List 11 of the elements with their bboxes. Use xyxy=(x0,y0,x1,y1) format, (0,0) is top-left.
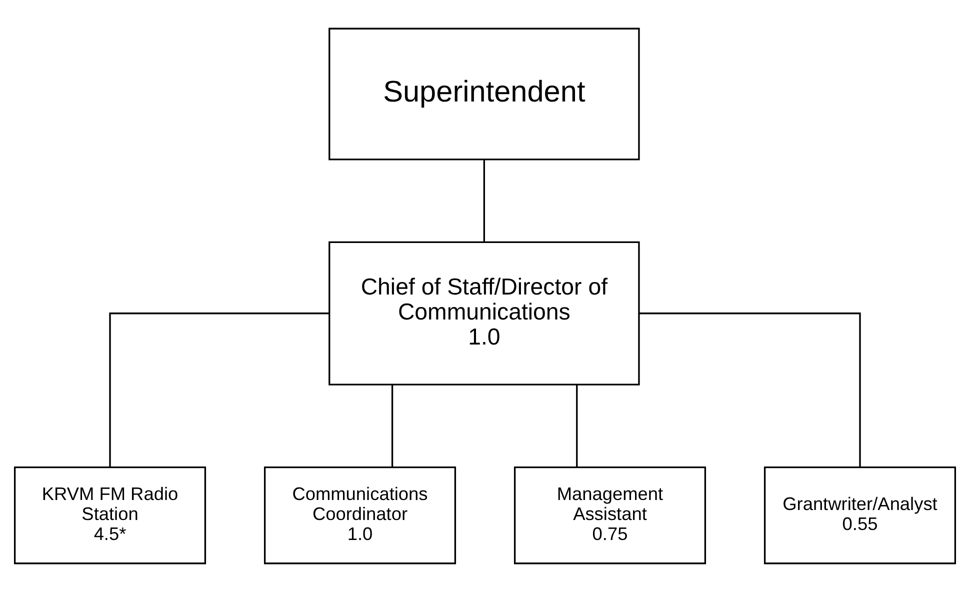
node-box: Communications Coordinator 1.0 xyxy=(264,466,456,564)
connector xyxy=(391,384,394,467)
connector xyxy=(576,384,578,467)
connector xyxy=(109,312,330,467)
node-box: KRVM FM Radio Station 4.5* xyxy=(14,466,206,564)
node-box: Grantwriter/Analyst 0.55 xyxy=(764,466,956,564)
node-box: Superintendent xyxy=(328,28,640,160)
node-box: Management Assistant 0.75 xyxy=(514,466,706,564)
connector xyxy=(483,160,485,242)
node-box: Chief of Staff/Director of Communications 1.0 xyxy=(328,241,640,386)
connector xyxy=(639,312,861,467)
